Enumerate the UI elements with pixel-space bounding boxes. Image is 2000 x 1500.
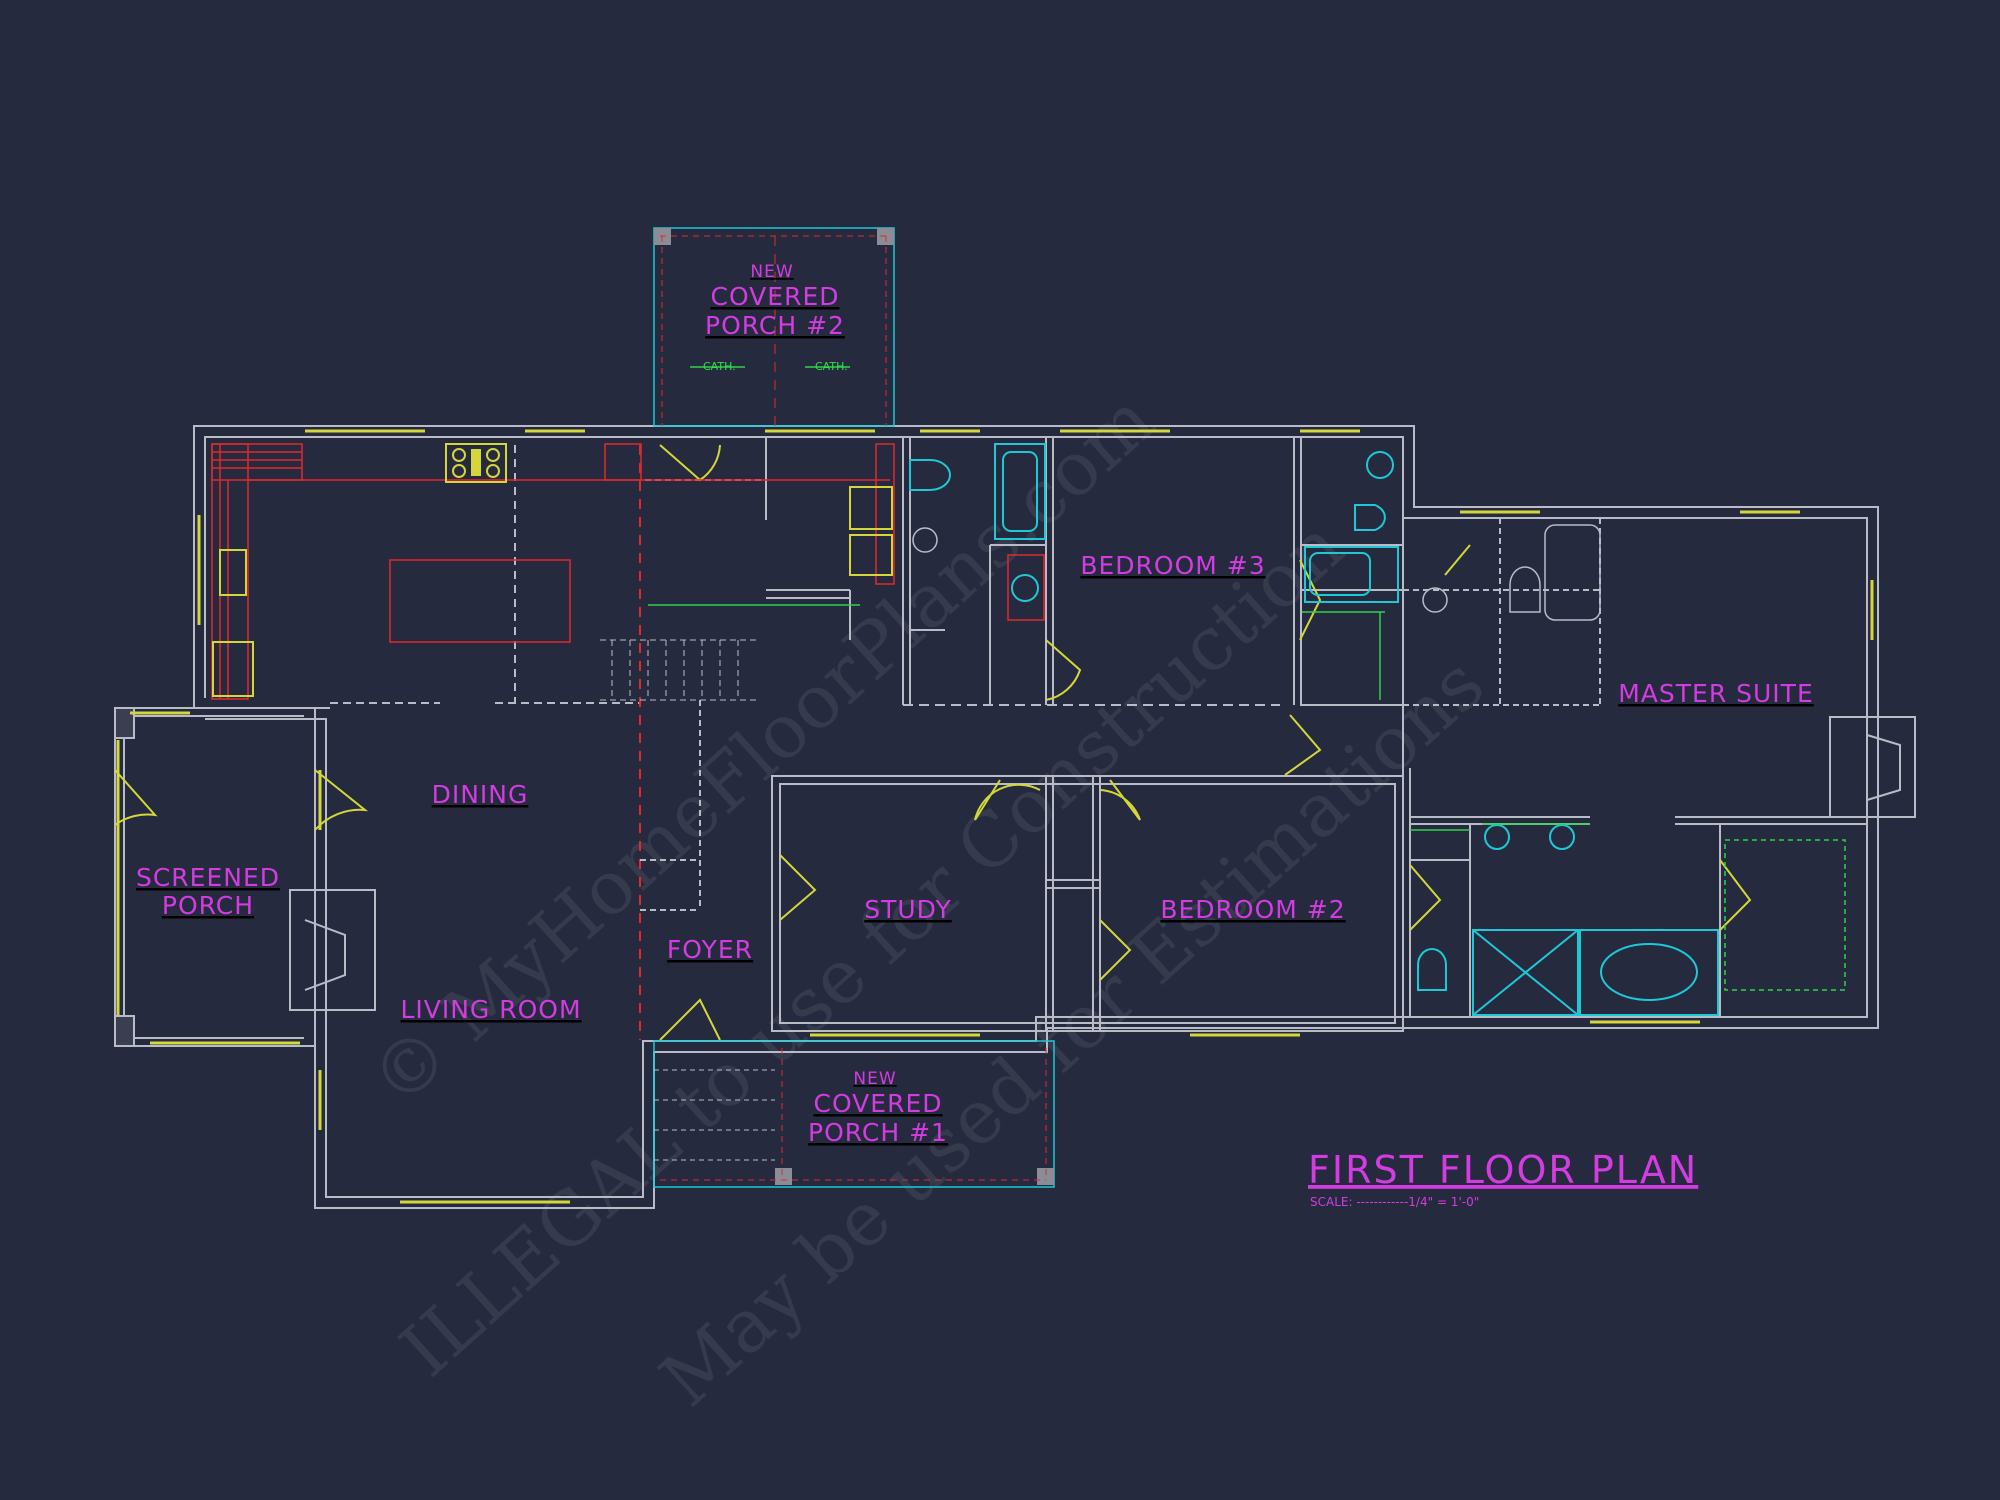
windows [116, 429, 1874, 1204]
interior-walls [205, 437, 1916, 1040]
doors [114, 444, 1752, 1041]
covered-porch-1-outline [653, 1040, 1055, 1188]
bedroom-2-label: BEDROOM #2 [1160, 895, 1345, 924]
room-labels: NEW COVERED PORCH #2 BEDROOM #3 MASTER S… [136, 262, 1814, 1147]
screened-porch-line-1: SCREENED [136, 863, 280, 892]
covered-porch-2-line-2: COVERED [710, 282, 839, 311]
covered-porch-1-line-1: NEW [853, 1069, 896, 1089]
covered-porch-1-line-3: PORCH #1 [808, 1118, 948, 1147]
plan-title: FIRST FLOOR PLAN [1308, 1148, 1698, 1192]
covered-porch-1-line-2: COVERED [813, 1089, 942, 1118]
hidden-lines [648, 366, 1846, 991]
cath-label-left: CATH. [703, 360, 736, 373]
cath-label-right: CATH. [815, 360, 848, 373]
bedroom-3-label: BEDROOM #3 [1080, 551, 1265, 580]
range-appliance [212, 443, 893, 697]
foyer-label: FOYER [667, 935, 753, 964]
living-room-label: LIVING ROOM [400, 995, 581, 1024]
covered-porch-2-outline [653, 227, 895, 427]
covered-porch-2-line-1: NEW [750, 262, 793, 282]
study-label: STUDY [864, 895, 952, 924]
cath-annotations: CATH. CATH. [703, 360, 848, 373]
plan-scale: SCALE: ------------1/4" = 1'-0" [1310, 1195, 1479, 1209]
covered-porch-2-line-3: PORCH #2 [705, 311, 845, 340]
plan-title-block: FIRST FLOOR PLAN SCALE: ------------1/4"… [1308, 1148, 1698, 1209]
bath-fixtures-grey [912, 524, 1601, 621]
master-suite-label: MASTER SUITE [1618, 679, 1814, 708]
kitchen-cabinets [211, 443, 1045, 700]
screened-porch-line-2: PORCH [162, 891, 254, 920]
bath-fixtures [909, 443, 1719, 1016]
dining-label: DINING [432, 780, 529, 809]
